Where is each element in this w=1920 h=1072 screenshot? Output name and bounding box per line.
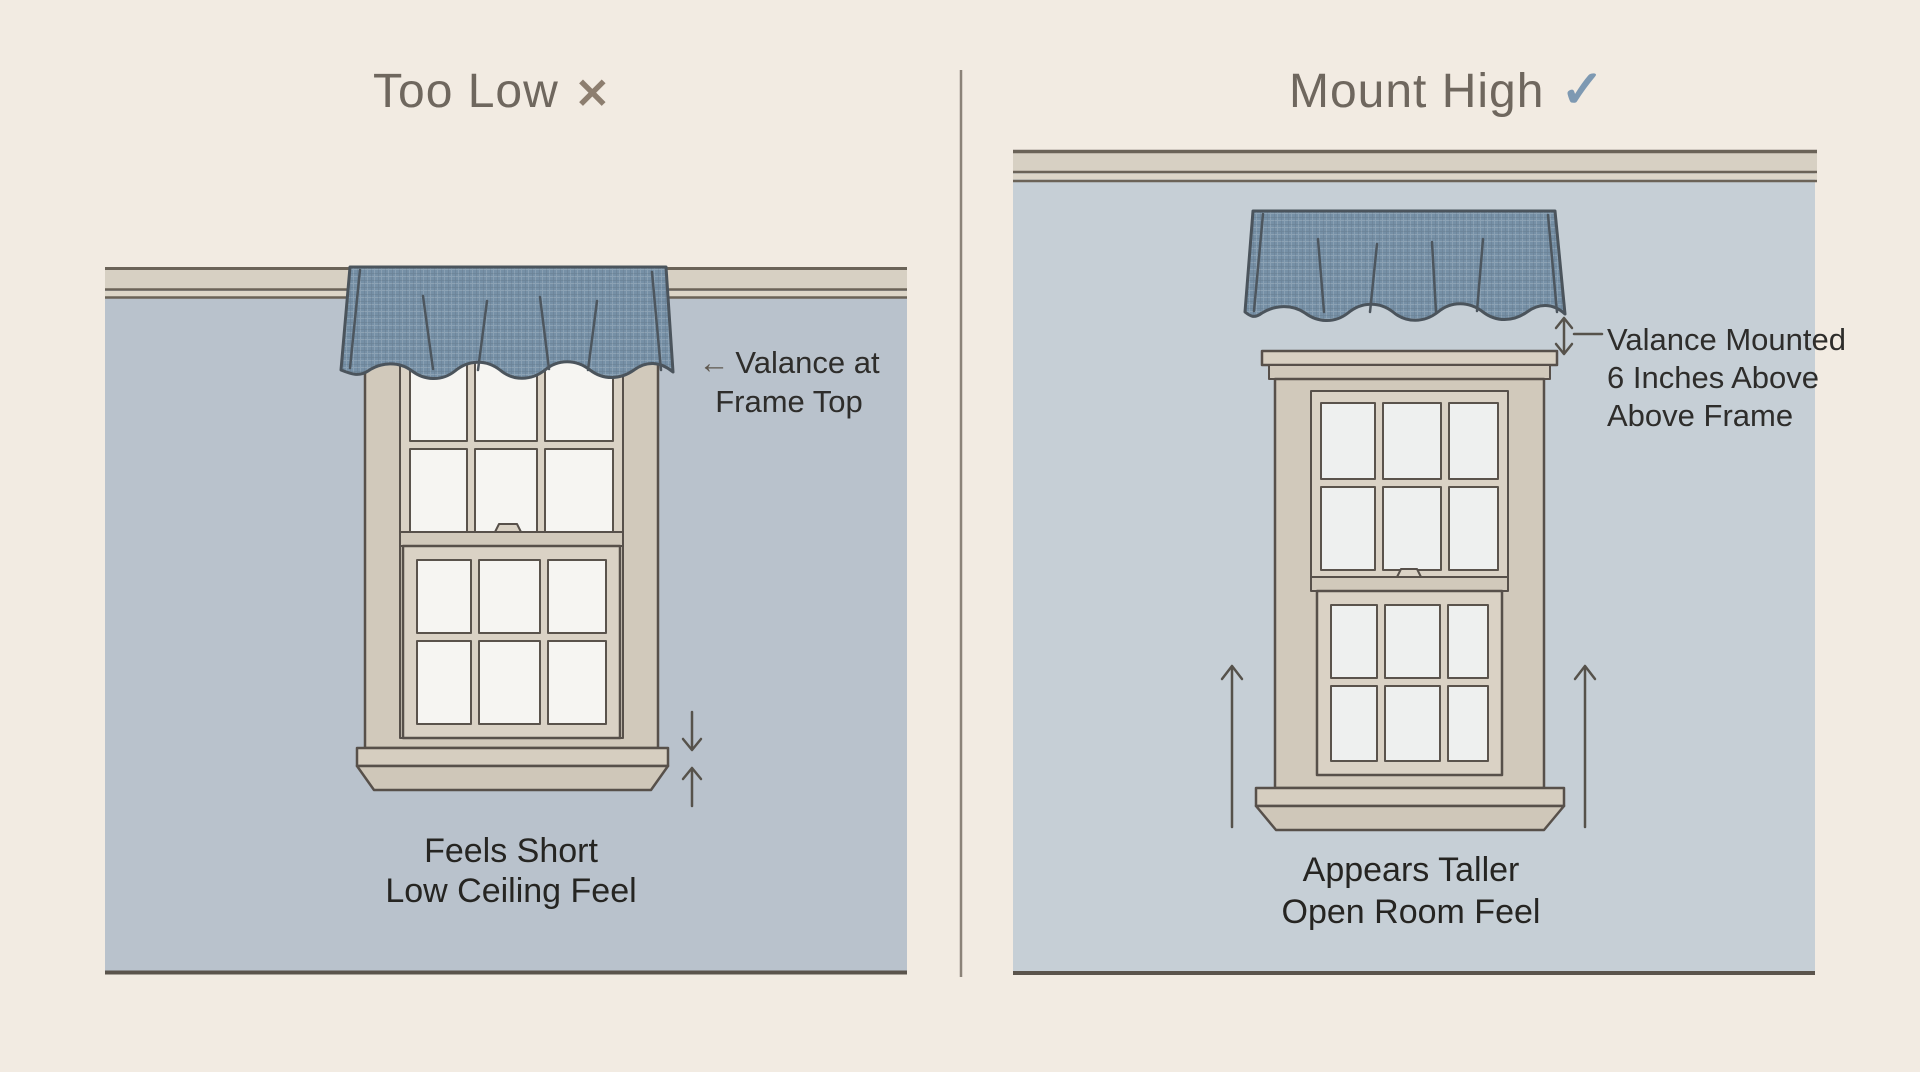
mounting-gap-arrow: [1554, 316, 1604, 356]
right-valance-pleats: [1252, 212, 1559, 314]
left-meeting-rail: [399, 531, 624, 547]
checkmark-icon: ✓: [1560, 61, 1606, 119]
right-window: [1254, 349, 1566, 832]
left-annotation-line1: ←Valance at: [664, 343, 914, 382]
right-panel-caption: Appears Taller Open Room Feel: [1282, 849, 1541, 933]
left-valance-annotation: ←Valance at Frame Top: [664, 343, 914, 421]
double-arrow-top-head-icon: [1554, 316, 1574, 330]
right-panel-title: Mount High ✓: [1288, 61, 1606, 119]
left-window-sill: [355, 746, 670, 768]
right-window-sill: [1254, 786, 1566, 808]
right-caption-line2: Open Room Feel: [1281, 893, 1541, 931]
left-sill-gap-arrows: [681, 710, 703, 808]
right-valance-annotation: Valance Mounted 6 Inches Above Above Fra…: [1607, 321, 1846, 435]
right-annotation-line2: 6 Inches Above: [1607, 360, 1819, 395]
left-lower-sash-panes: [416, 559, 607, 725]
up-arrow-head-icon: [681, 766, 703, 781]
right-annotation-line3: Above Frame: [1607, 398, 1794, 433]
left-window-apron: [355, 764, 670, 792]
right-panel-title-label: Mount High: [1288, 65, 1545, 118]
right-window-apron: [1254, 804, 1566, 832]
right-lower-sash-panes: [1330, 604, 1489, 762]
left-up-arrow-head-icon: [1220, 664, 1244, 681]
left-sash-latch: [494, 523, 522, 533]
left-panel-illustration: [105, 265, 907, 975]
left-caption-line2: Low Ceiling Feel: [385, 872, 637, 910]
left-arrow-icon: ←: [698, 345, 730, 380]
height-emphasis-arrows: [1220, 664, 1597, 829]
x-mark-icon: ✕: [574, 70, 611, 117]
right-meeting-rail: [1310, 576, 1509, 592]
right-ceiling-trim: [1013, 149, 1817, 183]
double-arrow-bottom-head-icon: [1554, 342, 1574, 356]
right-upper-sash-panes: [1320, 402, 1499, 571]
left-panel-title: Too Low ✕: [373, 66, 611, 118]
left-valance: [339, 265, 675, 380]
left-annotation-line1-text: Valance at: [735, 345, 880, 380]
right-sash-latch: [1396, 568, 1422, 578]
right-caption-line1: Appears Taller: [1302, 851, 1520, 889]
left-annotation-line2: Frame Top: [715, 384, 863, 419]
right-panel-illustration: [1013, 149, 1817, 975]
down-arrow-head-icon: [681, 737, 703, 752]
left-caption-line1: Feels Short: [424, 832, 598, 870]
right-valance: [1243, 209, 1567, 322]
left-panel-caption: Feels Short Low Ceiling Feel: [385, 831, 636, 911]
right-annotation-line1: Valance Mounted: [1607, 322, 1846, 357]
left-panel-title-label: Too Low: [373, 65, 559, 118]
right-up-arrow-head-icon: [1573, 664, 1597, 681]
right-window-crown: [1260, 349, 1559, 367]
right-window-head-band: [1268, 364, 1551, 380]
left-valance-pleats: [348, 268, 663, 372]
